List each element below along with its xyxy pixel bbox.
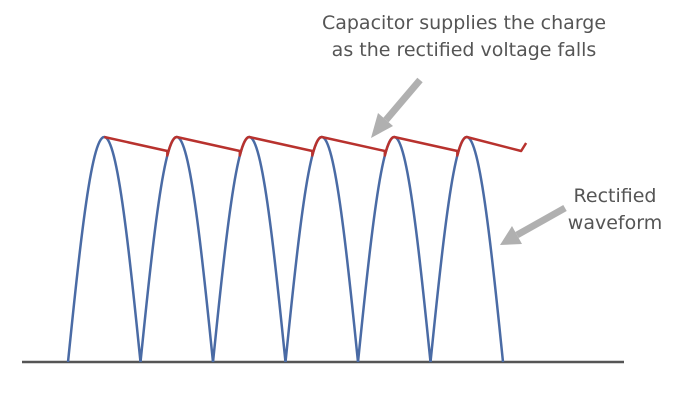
rectified-annotation: Rectified waveform bbox=[560, 183, 670, 237]
rectified-pulse bbox=[139, 135, 215, 363]
rectified-pulse bbox=[429, 135, 505, 363]
rectified-annotation-line-1: Rectified bbox=[573, 185, 657, 207]
rectified-pulse bbox=[356, 135, 432, 363]
capacitor-annotation-line-2: as the rectified voltage falls bbox=[331, 39, 597, 61]
capacitor-annotation-line-1: Capacitor supplies the charge bbox=[321, 12, 607, 34]
capacitor-callout-arrow-icon bbox=[371, 77, 423, 138]
rectified-pulse bbox=[66, 135, 142, 363]
rectified-annotation-line-2: waveform bbox=[567, 212, 663, 234]
capacitor-ripple bbox=[103, 135, 528, 157]
rectified-pulse bbox=[211, 135, 287, 363]
rectified-pulse bbox=[284, 135, 360, 363]
rectified-callout-arrow-icon bbox=[500, 204, 567, 245]
capacitor-annotation: Capacitor supplies the charge as the rec… bbox=[298, 10, 630, 64]
rectified-waveform bbox=[66, 135, 505, 363]
ripple-voltage-line bbox=[103, 135, 528, 157]
